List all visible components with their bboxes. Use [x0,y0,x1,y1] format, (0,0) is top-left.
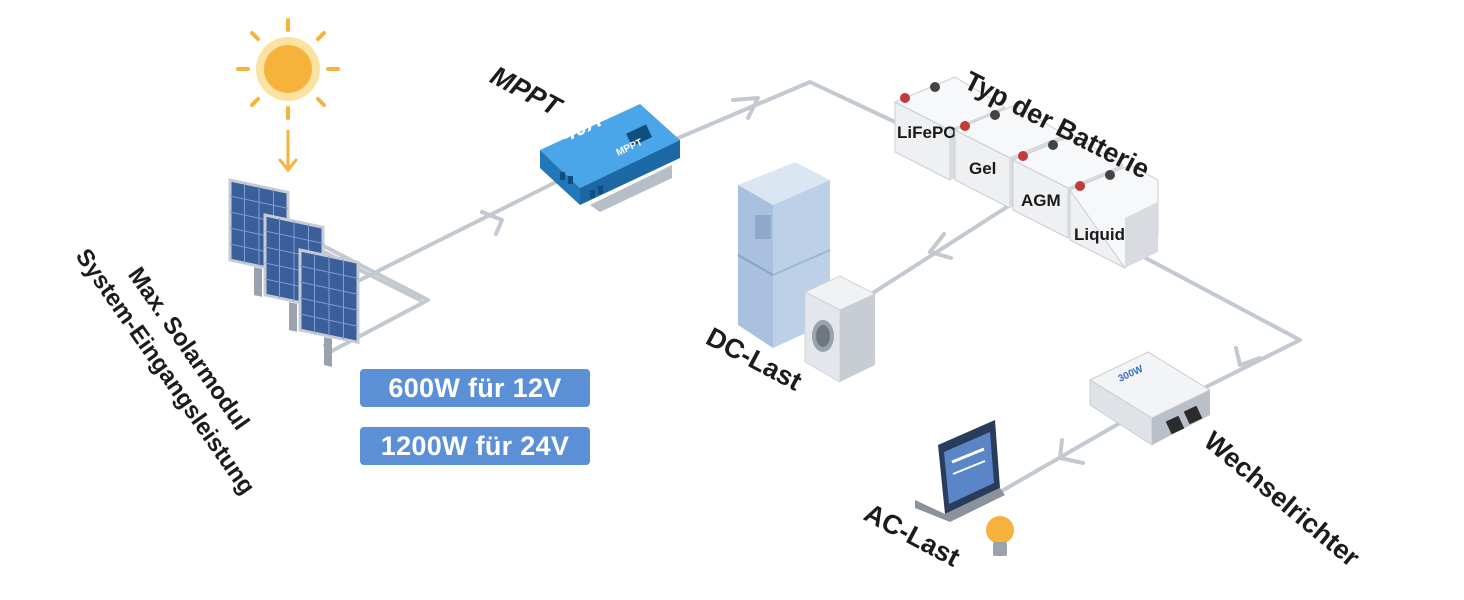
badge-24v: 1200W für 24V [360,427,590,465]
badge-12v: 600W für 12V [360,369,590,407]
solar-panel [298,248,360,367]
battery-liquid: Liquid [1069,164,1159,269]
battery-label: LiFePO4 [897,123,967,142]
arrow-mppt-battery [731,96,760,120]
battery-label: Liquid [1074,225,1125,244]
arrow-battery-inverter [1234,346,1262,367]
solar-mppt-connector [338,168,582,292]
battery-label: Gel [969,159,996,178]
mppt-controller-icon: 40A MPPT [540,104,680,212]
solar-panels-icon [228,178,360,367]
arrow-solar-mppt [480,210,504,236]
light-bulb-icon [986,516,1014,556]
arrow-inverter-ac [1058,438,1085,465]
laptop-icon [915,420,1005,522]
flow-arrows [480,96,1262,465]
inverter-icon: 300W [1088,351,1212,446]
mppt-to-battery-line [648,80,914,152]
batteries: LiFePO4 Gel AGM Liquid [893,76,1159,269]
battery-label: AGM [1021,191,1061,210]
sun-icon [236,18,340,173]
inverter-to-ac-line [998,418,1127,494]
washing-machine-icon [803,275,877,383]
arrow-battery-dc [928,232,953,260]
battery-to-inverter-line [1138,253,1302,397]
